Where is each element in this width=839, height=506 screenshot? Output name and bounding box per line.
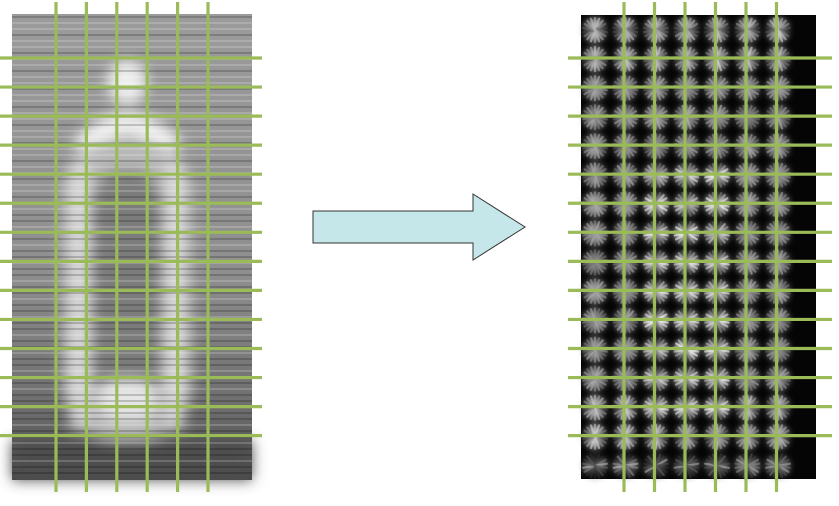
- texture-band: [12, 460, 252, 462]
- texture-band: [12, 298, 252, 300]
- texture-band: [12, 142, 252, 144]
- texture-band: [12, 106, 252, 108]
- texture-band: [12, 28, 252, 30]
- hog-orientation-stroke: [589, 453, 601, 479]
- texture-band: [12, 418, 252, 420]
- texture-band: [12, 112, 252, 114]
- texture-band: [12, 166, 252, 168]
- texture-band: [12, 280, 252, 282]
- left-cell-grid: [0, 2, 262, 492]
- hog-orientation-stroke: [583, 458, 607, 473]
- texture-band: [12, 328, 252, 330]
- texture-band: [12, 454, 252, 456]
- hog-orientation-stroke: [589, 17, 601, 43]
- texture-band: [12, 100, 252, 102]
- texture-band: [12, 292, 252, 294]
- texture-band: [12, 178, 252, 180]
- texture-band: [12, 70, 252, 72]
- texture-band: [12, 430, 252, 432]
- texture-band: [12, 46, 252, 48]
- hog-orientation-stroke: [586, 455, 604, 476]
- right-cell-grid: [568, 2, 832, 492]
- texture-band: [12, 160, 252, 162]
- texture-band: [12, 238, 252, 240]
- texture-band: [12, 220, 252, 222]
- texture-band: [12, 154, 252, 156]
- texture-band: [12, 118, 252, 120]
- texture-band: [12, 334, 252, 336]
- hog-orientation-stroke: [582, 462, 608, 469]
- texture-band: [12, 472, 252, 474]
- texture-band: [12, 268, 252, 270]
- texture-band: [12, 52, 252, 54]
- texture-band: [12, 226, 252, 228]
- texture-band: [12, 316, 252, 318]
- texture-band: [12, 64, 252, 66]
- texture-band: [12, 262, 252, 264]
- texture-band: [12, 16, 252, 18]
- left-image-shading: [12, 60, 252, 480]
- texture-band: [12, 82, 252, 84]
- texture-band: [12, 34, 252, 36]
- texture-band: [12, 214, 252, 216]
- texture-band: [12, 208, 252, 210]
- texture-band: [12, 124, 252, 126]
- right-arrow-shape: [312, 193, 526, 261]
- texture-band: [12, 382, 252, 384]
- texture-band: [12, 364, 252, 366]
- texture-band: [12, 310, 252, 312]
- texture-band: [12, 136, 252, 138]
- texture-band: [12, 466, 252, 468]
- texture-band: [12, 184, 252, 186]
- texture-band: [12, 424, 252, 426]
- texture-band: [12, 370, 252, 372]
- texture-band: [12, 274, 252, 276]
- texture-band: [12, 94, 252, 96]
- right-hog-visualization: [581, 15, 816, 479]
- texture-band: [12, 190, 252, 192]
- texture-band: [12, 394, 252, 396]
- texture-band: [12, 442, 252, 444]
- texture-band: [12, 196, 252, 198]
- texture-band: [12, 412, 252, 414]
- texture-band: [12, 286, 252, 288]
- texture-band: [12, 400, 252, 402]
- texture-band: [12, 244, 252, 246]
- transform-arrow: [312, 193, 526, 261]
- texture-band: [12, 40, 252, 42]
- texture-band: [12, 352, 252, 354]
- texture-band: [12, 256, 252, 258]
- texture-band: [12, 88, 252, 90]
- texture-band: [12, 304, 252, 306]
- texture-band: [12, 76, 252, 78]
- texture-band: [12, 448, 252, 450]
- texture-band: [12, 130, 252, 132]
- texture-band: [12, 250, 252, 252]
- hog-orientation-stroke: [582, 462, 608, 469]
- texture-band: [12, 22, 252, 24]
- hog-cell: [582, 16, 608, 44]
- left-grayscale-image: [12, 14, 252, 480]
- texture-band: [12, 340, 252, 342]
- texture-band: [12, 388, 252, 390]
- hog-cell: [582, 452, 608, 479]
- texture-band: [12, 148, 252, 150]
- texture-band: [12, 358, 252, 360]
- texture-band: [12, 322, 252, 324]
